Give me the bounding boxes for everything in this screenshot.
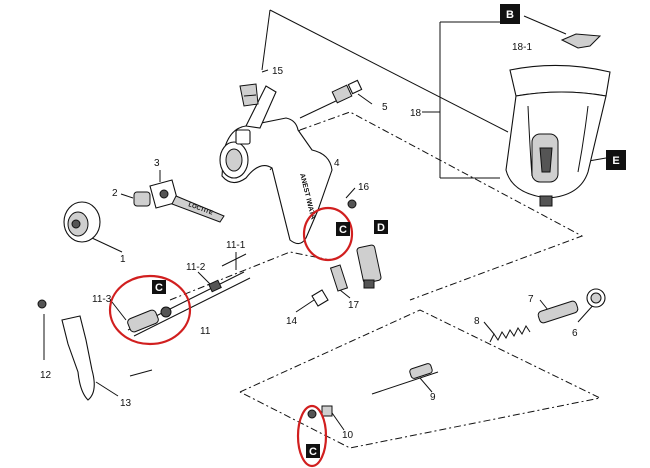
part-2 [133, 191, 151, 207]
label-2: 2 [112, 188, 118, 199]
label-7: 7 [528, 294, 534, 305]
part-11-3 [127, 306, 172, 333]
part-d-valve [356, 244, 382, 289]
tag-e: E [612, 155, 619, 167]
highlight-ring-left [108, 274, 192, 346]
tag-d: D [377, 222, 385, 234]
label-12: 12 [40, 370, 52, 381]
part-16 [347, 199, 357, 209]
label-5: 5 [382, 102, 388, 113]
part-8-spring [489, 325, 531, 343]
label-16: 16 [358, 182, 370, 193]
label-15: 15 [272, 66, 284, 77]
part-17 [329, 264, 349, 292]
tag-c-lower: C [309, 446, 317, 458]
part-9-needle [371, 363, 439, 395]
label-14: 14 [286, 316, 298, 327]
part-15 [239, 83, 259, 107]
label-13: 13 [120, 398, 132, 409]
tag-c-left: C [155, 282, 163, 294]
label-8: 8 [474, 316, 480, 327]
label-1: 1 [120, 254, 126, 265]
air-cap [63, 201, 101, 243]
label-11-3: 11-3 [92, 294, 112, 305]
label-18: 18 [410, 108, 422, 119]
label-11-1: 11-1 [226, 240, 246, 251]
highlight-ring-upper [302, 206, 354, 262]
part-13-trigger [61, 315, 153, 401]
label-11-2: 11-2 [186, 262, 206, 273]
gun-body: ANEST IWATA [219, 85, 333, 245]
part-7 [537, 300, 579, 324]
loctite-tube: LOCTITE [171, 195, 225, 223]
label-4: 4 [334, 158, 340, 169]
label-17: 17 [348, 300, 360, 311]
tag-b: B [506, 9, 514, 21]
label-18-1: 18-1 [512, 42, 532, 53]
label-6: 6 [572, 328, 578, 339]
paint-cup [505, 64, 611, 207]
highlight-rings [108, 206, 354, 468]
label-9: 9 [430, 392, 436, 403]
cup-lid [560, 33, 602, 49]
highlight-ring-lower [296, 404, 328, 468]
tag-c-upper: C [339, 224, 347, 236]
part-5 [299, 79, 363, 119]
label-10: 10 [342, 430, 354, 441]
part-number-labels: 15 5 18 18-1 3 2 4 16 1 11-1 11-2 11-3 1… [40, 42, 578, 441]
label-11: 11 [200, 326, 211, 337]
letter-tags: B E D C C C [152, 4, 626, 458]
label-3: 3 [154, 158, 160, 169]
part-14 [311, 289, 329, 307]
part-10 [307, 405, 333, 419]
part-6 [586, 288, 606, 308]
part-12 [37, 299, 47, 309]
